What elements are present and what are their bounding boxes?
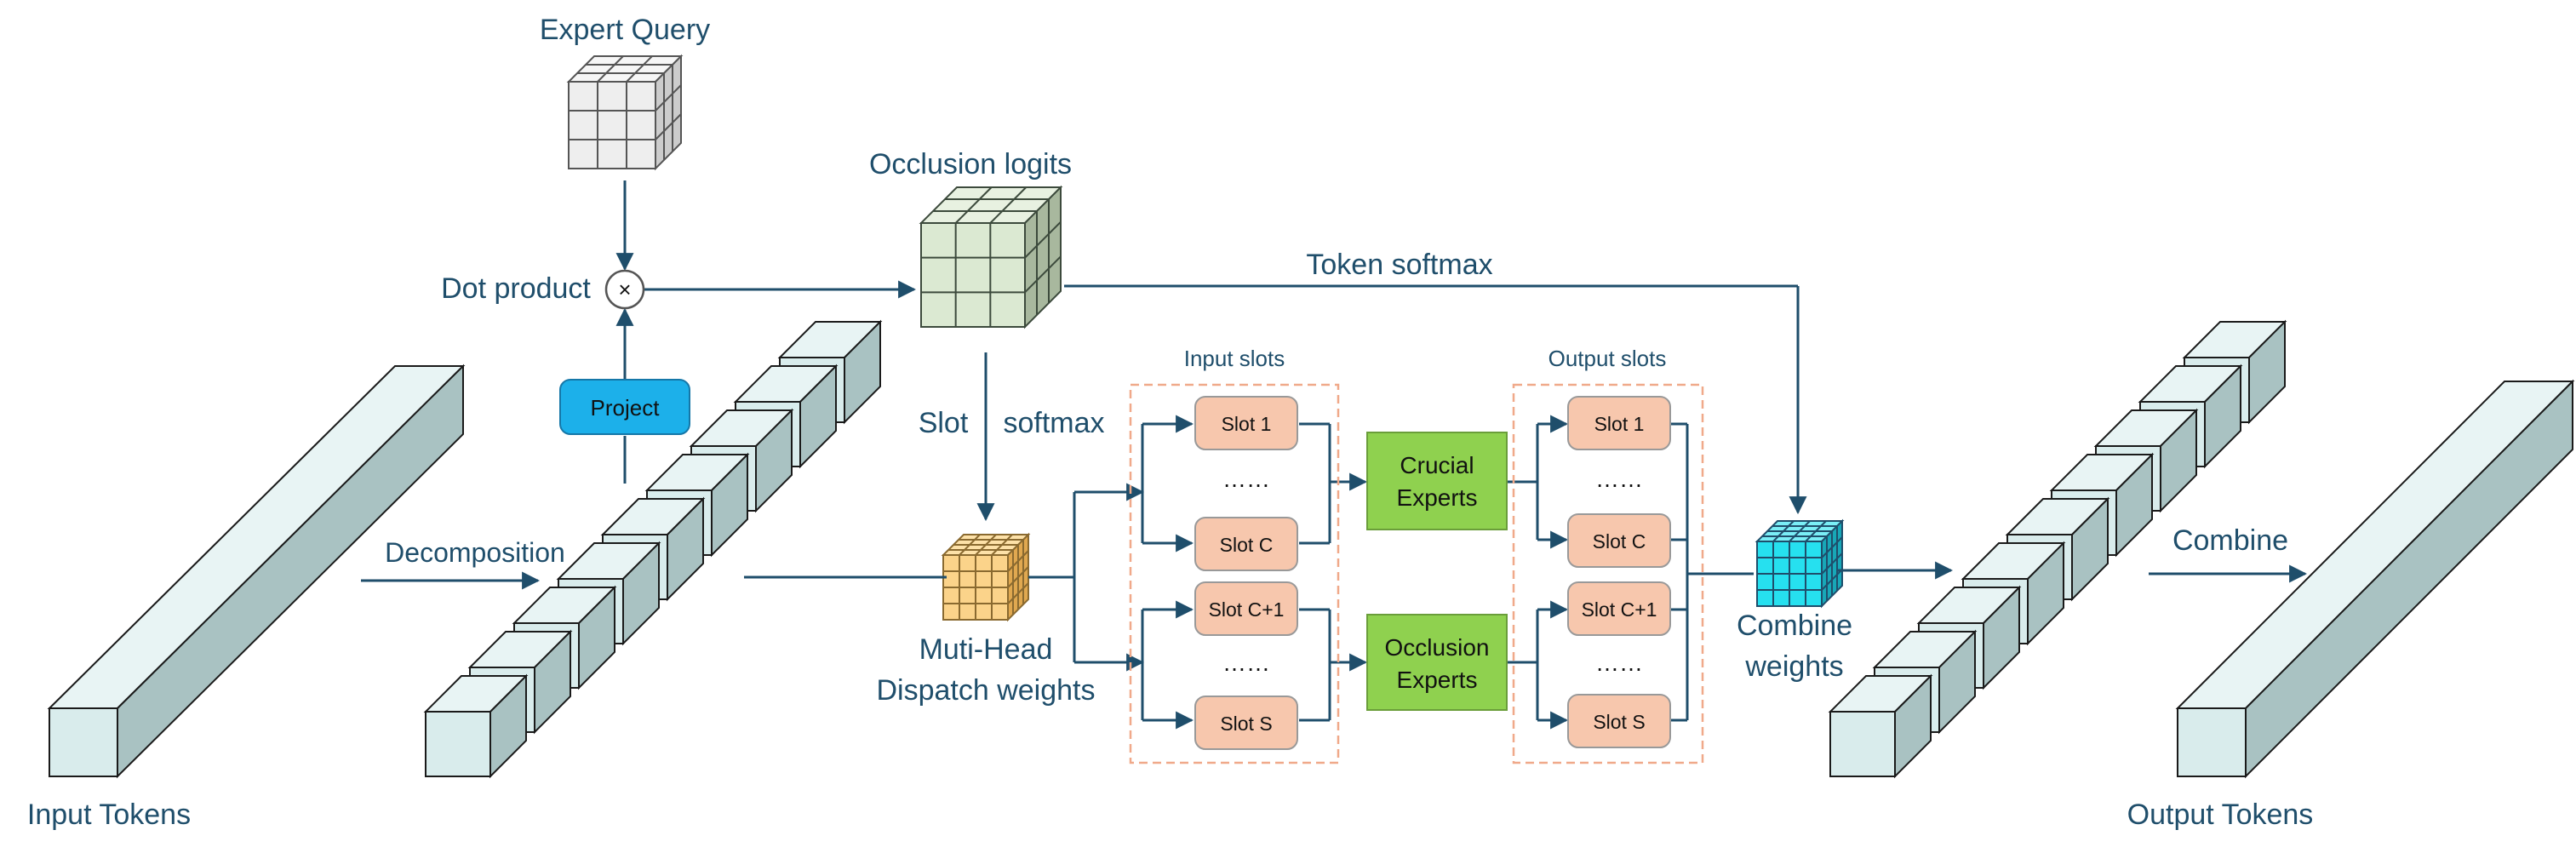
crucial-experts-line2: Experts xyxy=(1397,484,1478,511)
occlusion-logits-label: Occlusion logits xyxy=(869,148,1072,180)
softmax-label-text: softmax xyxy=(1003,407,1104,439)
slot-label-text: Slot xyxy=(919,407,969,439)
combine-weights-cube xyxy=(1755,518,1845,609)
input-slots-box xyxy=(1129,383,1340,764)
output-slot-c-plus-1[interactable]: Slot C+1 xyxy=(1567,581,1671,636)
slot-label: Slot C+1 xyxy=(1209,598,1285,621)
combine-weights-line1: Combine xyxy=(1737,610,1852,642)
dot-product-label: Dot product xyxy=(441,272,591,305)
token-block xyxy=(1828,673,1933,779)
output-tokens-bar xyxy=(2175,379,2575,779)
occlusion-logits-cube xyxy=(919,185,1063,329)
expert-query-cube xyxy=(566,54,684,171)
occlusion-experts-line1: Occlusion xyxy=(1385,634,1490,661)
slot-label: Slot C+1 xyxy=(1582,598,1657,621)
connectors xyxy=(361,180,2308,730)
input-slot-1[interactable]: Slot 1 xyxy=(1194,396,1298,450)
output-slots-box xyxy=(1512,383,1704,764)
occlusion-experts-line2: Experts xyxy=(1397,667,1478,693)
project-button[interactable]: Project xyxy=(559,379,690,435)
combined-token-blocks xyxy=(1828,319,2287,779)
crucial-experts-line1: Crucial xyxy=(1400,452,1474,478)
dot-product-operator: × xyxy=(604,269,645,310)
occlusion-experts-box[interactable]: Occlusion Experts xyxy=(1366,614,1508,711)
project-label: Project xyxy=(591,395,661,421)
dispatch-weights-line1: Muti-Head xyxy=(919,633,1053,666)
output-upper-ellipsis: …… xyxy=(1595,466,1643,492)
combine-weights-line2: weights xyxy=(1744,650,1843,683)
slot-label: Slot S xyxy=(1593,711,1645,733)
dispatch-weights-cube xyxy=(941,532,1031,622)
input-tokens-label: Input Tokens xyxy=(27,799,191,831)
slot-label: Slot S xyxy=(1220,713,1272,735)
output-slots-label: Output slots xyxy=(1548,346,1667,371)
expert-query-label: Expert Query xyxy=(540,14,710,46)
output-lower-ellipsis: …… xyxy=(1595,650,1643,676)
slot-label: Slot 1 xyxy=(1594,413,1645,435)
output-slot-1[interactable]: Slot 1 xyxy=(1567,396,1671,450)
slot-label: Slot C xyxy=(1593,530,1646,552)
input-slot-c-plus-1[interactable]: Slot C+1 xyxy=(1194,581,1298,636)
input-tokens-bar xyxy=(47,364,466,779)
input-upper-ellipsis: …… xyxy=(1222,466,1270,492)
input-slots-label: Input slots xyxy=(1184,346,1285,371)
output-tokens-label: Output Tokens xyxy=(2127,799,2314,831)
crucial-experts-box[interactable]: Crucial Experts xyxy=(1366,432,1508,530)
token-softmax-label: Token softmax xyxy=(1306,249,1492,281)
decomposed-token-blocks xyxy=(423,319,883,779)
slot-label: Slot C xyxy=(1220,534,1274,556)
slot-label: Slot 1 xyxy=(1222,413,1272,435)
dispatch-weights-line2: Dispatch weights xyxy=(876,674,1095,707)
times-symbol: × xyxy=(618,277,631,302)
output-slot-c[interactable]: Slot C xyxy=(1567,513,1671,568)
decomposition-label: Decomposition xyxy=(385,537,565,568)
input-slot-s[interactable]: Slot S xyxy=(1194,696,1298,750)
input-lower-ellipsis: …… xyxy=(1222,650,1270,676)
input-slot-c[interactable]: Slot C xyxy=(1194,517,1298,571)
output-slot-s[interactable]: Slot S xyxy=(1567,694,1671,748)
combine-label: Combine xyxy=(2172,524,2288,557)
token-block xyxy=(423,673,529,779)
